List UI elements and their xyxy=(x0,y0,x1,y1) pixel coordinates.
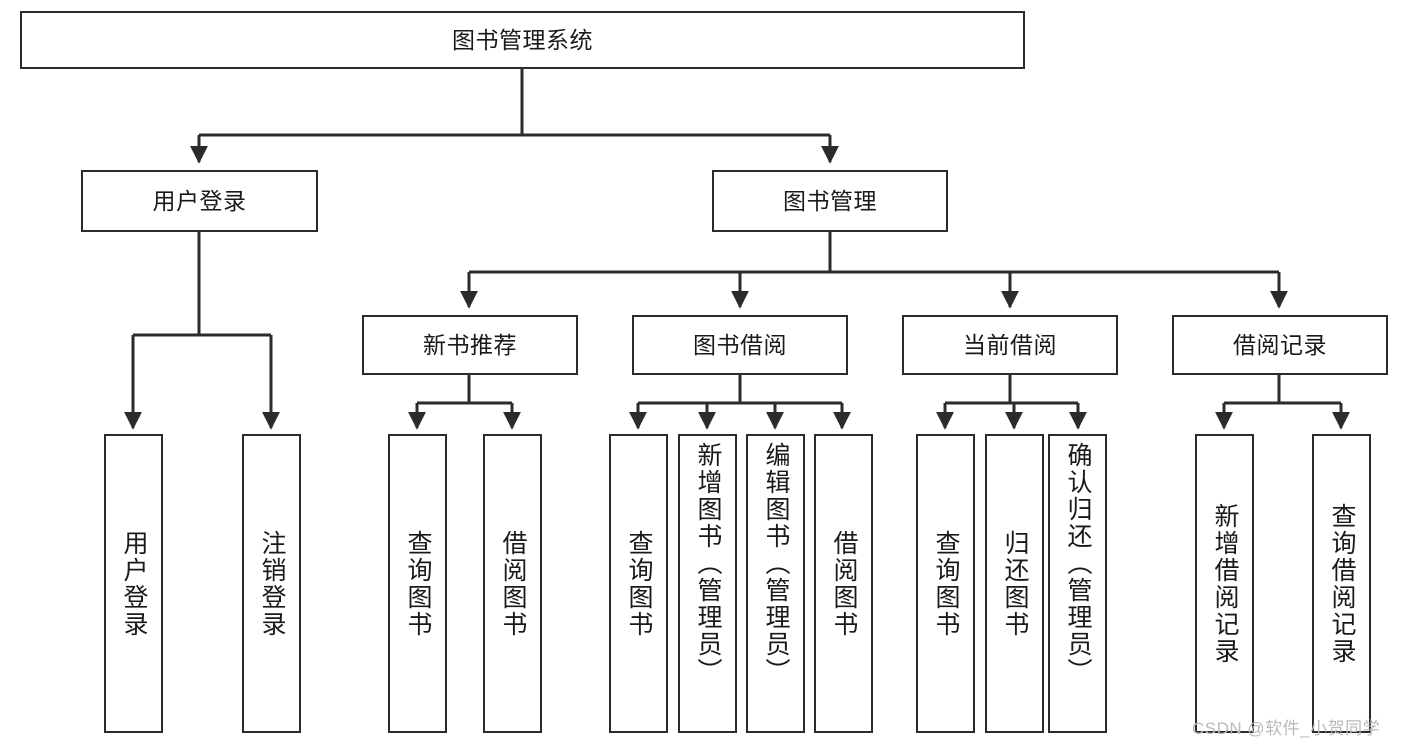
node-label: 借阅记录 xyxy=(1233,331,1327,358)
node-label: 查询图书 xyxy=(404,529,432,638)
node-label: 图书借阅 xyxy=(693,331,787,358)
leaf-add-book-admin[interactable]: 新增图书（管理员） xyxy=(678,434,737,733)
node-label: 新增借阅记录 xyxy=(1211,502,1239,665)
leaf-borrow-books-recommendation[interactable]: 借阅图书 xyxy=(483,434,542,733)
node-label: 注销登录 xyxy=(258,529,286,638)
leaf-logout[interactable]: 注销登录 xyxy=(242,434,301,733)
leaf-query-borrow-record[interactable]: 查询借阅记录 xyxy=(1312,434,1371,733)
leaf-query-books-current[interactable]: 查询图书 xyxy=(916,434,975,733)
node-label: 当前借阅 xyxy=(963,331,1057,358)
leaf-user-login[interactable]: 用户登录 xyxy=(104,434,163,733)
node-label: 图书管理 xyxy=(783,187,877,214)
node-label: 确认归还（管理员） xyxy=(1064,442,1092,685)
node-label: 查询图书 xyxy=(625,529,653,638)
node-label: 用户登录 xyxy=(152,187,247,214)
leaf-query-books-borrowing[interactable]: 查询图书 xyxy=(609,434,668,733)
node-user-login[interactable]: 用户登录 xyxy=(81,170,318,232)
watermark: CSDN @软件_小贺同学 xyxy=(1192,719,1381,738)
leaf-edit-book-admin[interactable]: 编辑图书（管理员） xyxy=(746,434,805,733)
node-current-borrowing[interactable]: 当前借阅 xyxy=(902,315,1118,375)
node-new-book-recommendation[interactable]: 新书推荐 xyxy=(362,315,578,375)
node-label: 新增图书（管理员） xyxy=(694,442,722,685)
node-label: 查询借阅记录 xyxy=(1328,502,1356,665)
node-label: 借阅图书 xyxy=(499,529,527,638)
leaf-return-books[interactable]: 归还图书 xyxy=(985,434,1044,733)
leaf-confirm-return-admin[interactable]: 确认归还（管理员） xyxy=(1048,434,1107,733)
node-label: 查询图书 xyxy=(932,529,960,638)
node-book-borrowing[interactable]: 图书借阅 xyxy=(632,315,848,375)
node-borrowing-records[interactable]: 借阅记录 xyxy=(1172,315,1388,375)
node-label: 用户登录 xyxy=(120,529,148,638)
node-root-book-management-system[interactable]: 图书管理系统 xyxy=(20,11,1025,69)
node-book-management[interactable]: 图书管理 xyxy=(712,170,948,232)
node-label: 新书推荐 xyxy=(423,331,517,358)
leaf-add-borrow-record[interactable]: 新增借阅记录 xyxy=(1195,434,1254,733)
node-label: 归还图书 xyxy=(1001,529,1029,638)
node-label: 编辑图书（管理员） xyxy=(762,442,790,685)
leaf-borrow-books-borrowing[interactable]: 借阅图书 xyxy=(814,434,873,733)
leaf-query-books-recommendation[interactable]: 查询图书 xyxy=(388,434,447,733)
node-label: 借阅图书 xyxy=(830,529,858,638)
node-label: 图书管理系统 xyxy=(452,26,593,53)
